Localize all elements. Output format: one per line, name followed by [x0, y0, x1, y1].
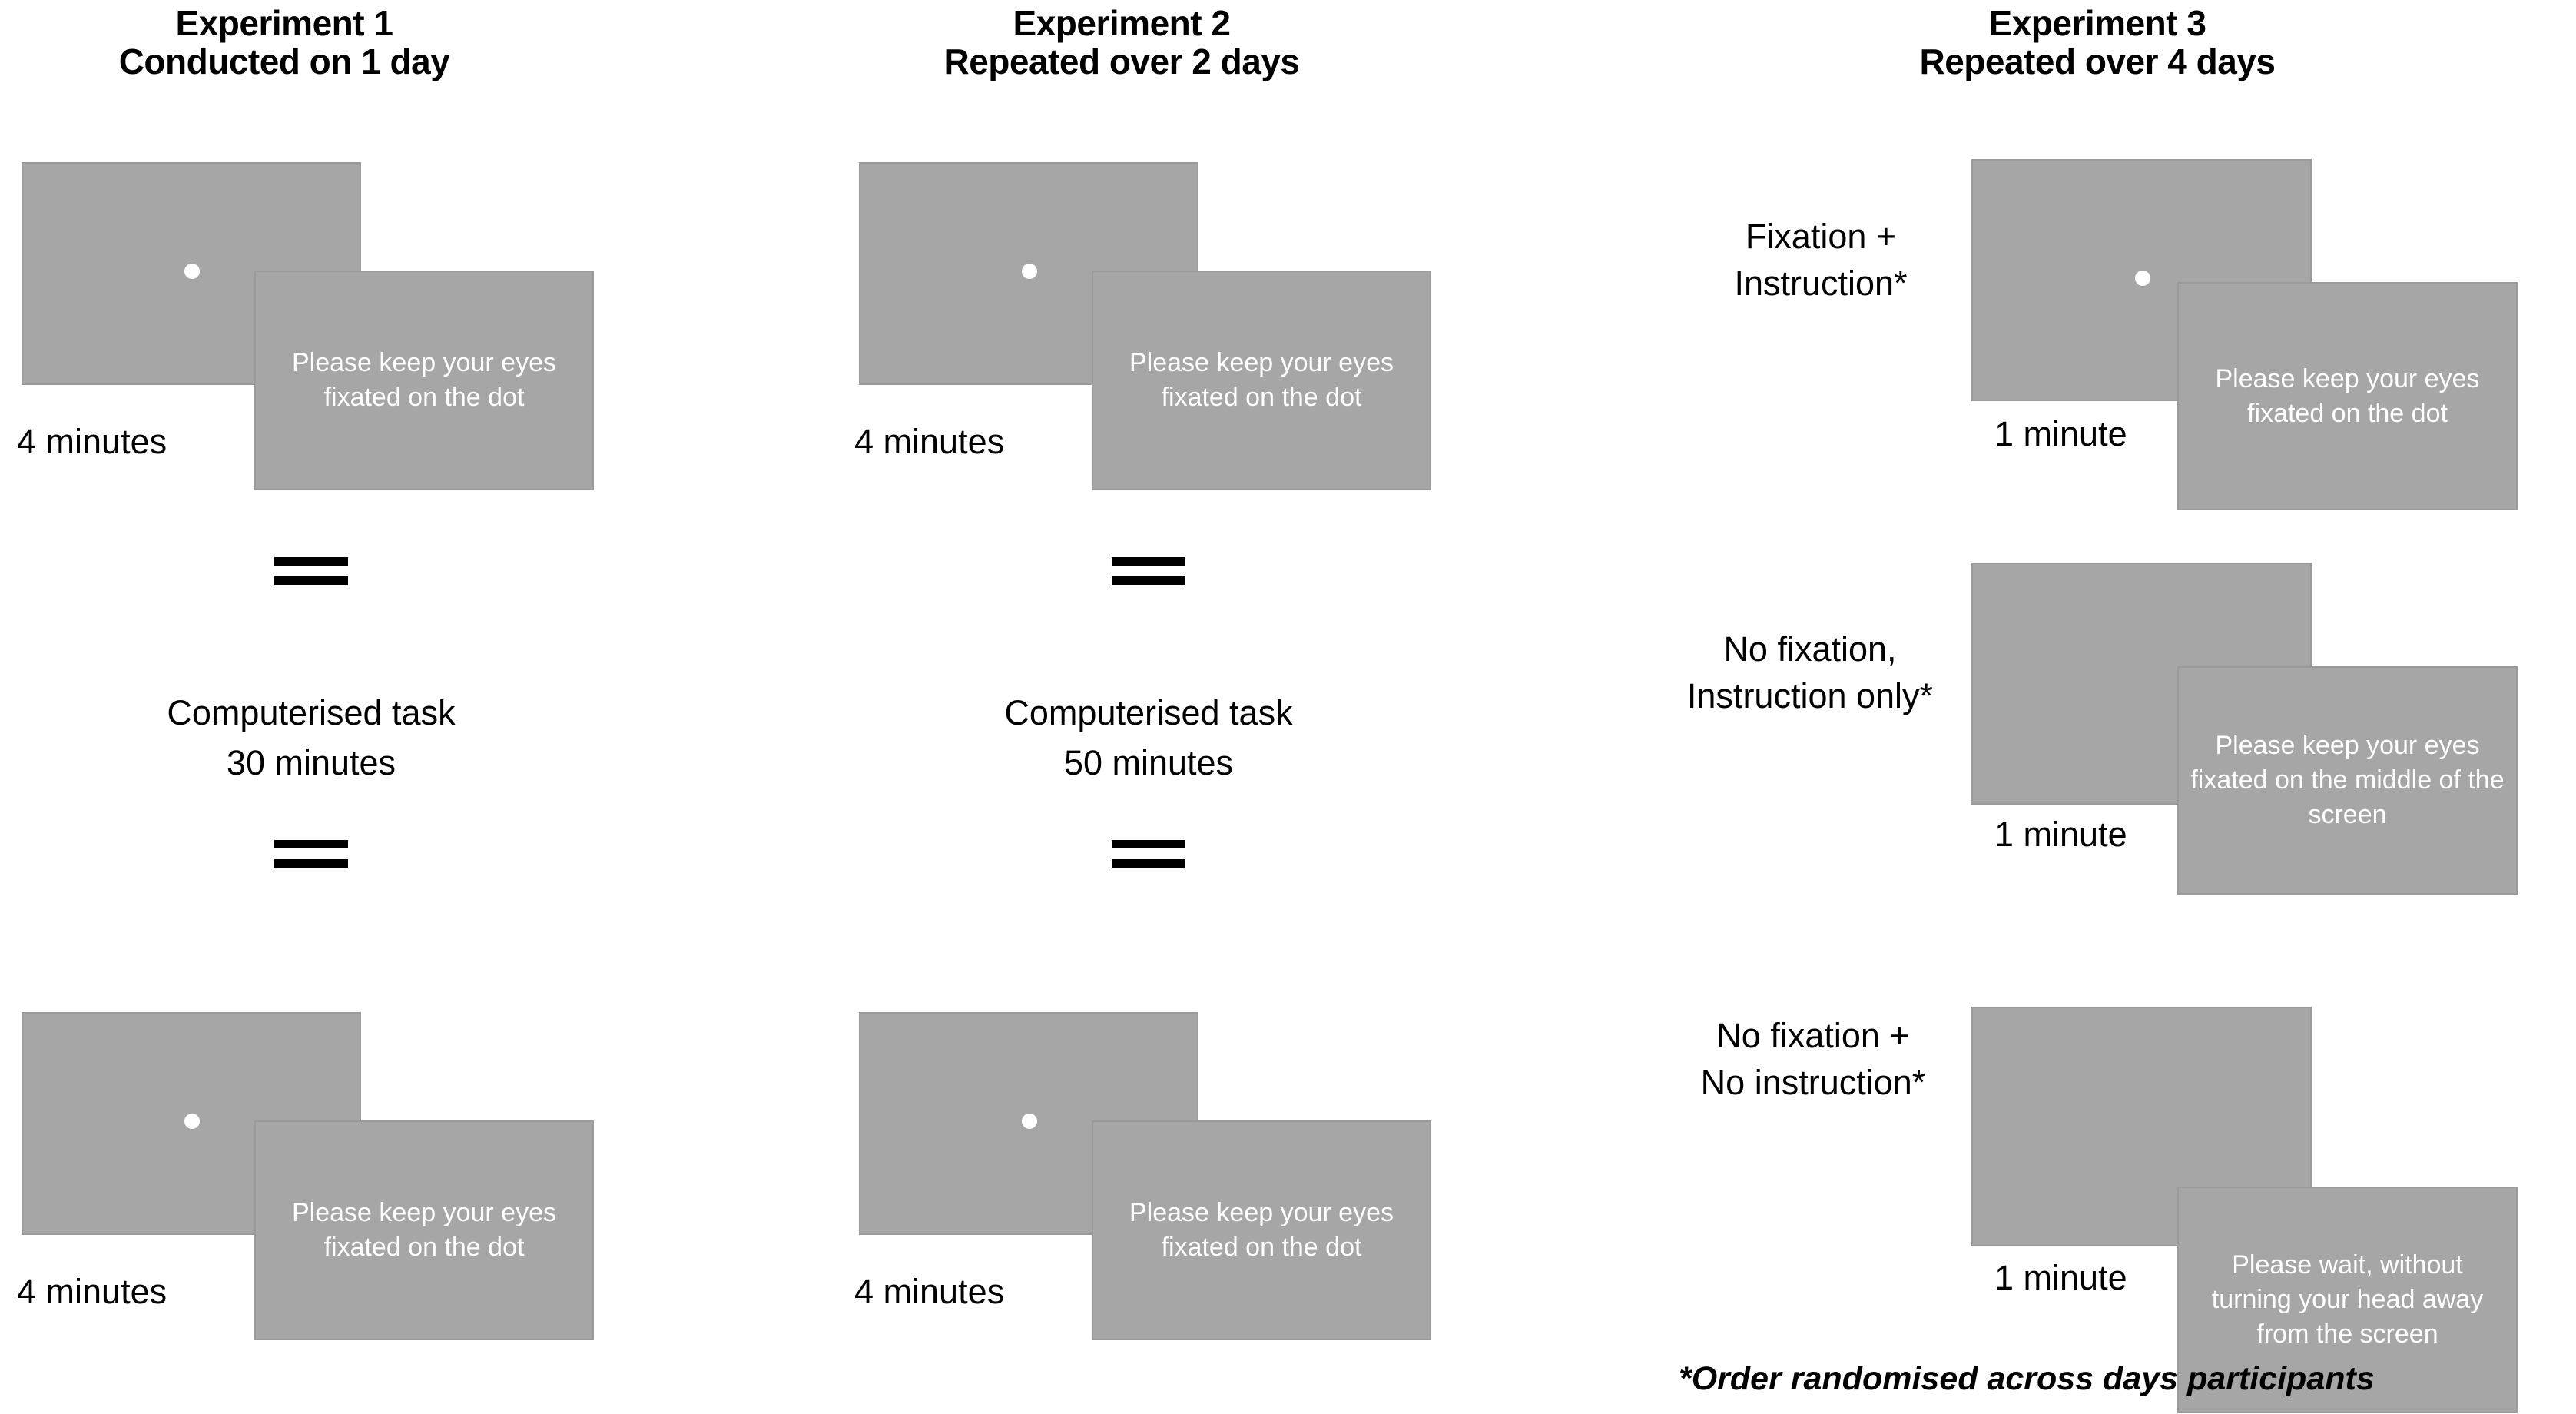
instruction-text: Please keep your eyes fixated on the dot — [292, 1198, 556, 1262]
duration-label: 1 minute — [1994, 1258, 2127, 1297]
equals-bar-top — [1112, 557, 1185, 566]
equals-bar-top — [274, 557, 348, 566]
column-title-line-1: Experiment 3 — [1988, 3, 2206, 43]
computerised-task-block: Computerised task 50 minutes — [918, 688, 1379, 788]
condition-label-no-fixation-instruction-only: No fixation, Instruction only* — [1618, 626, 2002, 720]
footnote: *Order randomised across days participan… — [1679, 1360, 2375, 1397]
duration-label: 4 minutes — [854, 422, 1005, 461]
duration-label: 4 minutes — [17, 1272, 167, 1311]
task-title: Computerised task — [1004, 693, 1293, 732]
instruction-text: Please keep your eyes fixated on the dot — [1129, 348, 1394, 412]
duration-label: 4 minutes — [854, 1272, 1005, 1311]
task-duration: 30 minutes — [226, 743, 396, 783]
condition-label-fixation-plus-instruction: Fixation + Instruction* — [1636, 214, 2005, 307]
equals-bar-top — [274, 840, 348, 848]
instruction-screen: Please keep your eyes fixated on the dot — [2177, 282, 2518, 510]
equals-bar-bottom — [1112, 859, 1185, 868]
condition-label-line-2: No instruction* — [1700, 1062, 1926, 1102]
instruction-screen: Please keep your eyes fixated on the dot — [254, 271, 594, 490]
instruction-text: Please keep your eyes fixated on the mid… — [2190, 731, 2505, 829]
fixation-dot-icon — [184, 264, 200, 279]
condition-label-line-2: Instruction only* — [1686, 675, 1934, 715]
equals-bar-bottom — [274, 576, 348, 585]
column-title-line-2: Repeated over 2 days — [943, 41, 1300, 81]
instruction-text: Please wait, without turning your head a… — [2211, 1250, 2484, 1349]
condition-label-line-2: Instruction* — [1734, 263, 1908, 303]
instruction-text: Please keep your eyes fixated on the dot — [292, 348, 556, 412]
fixation-dot-icon — [1022, 1114, 1037, 1129]
task-duration: 50 minutes — [1063, 743, 1234, 783]
instruction-screen: Please keep your eyes fixated on the dot — [1092, 271, 1431, 490]
condition-label-line-1: Fixation + — [1745, 217, 1897, 256]
column-title-line-1: Experiment 1 — [175, 3, 393, 43]
condition-label-no-fixation-no-instruction: No fixation + No instruction* — [1625, 1013, 2001, 1107]
column-title-experiment-2: Experiment 2 Repeated over 2 days — [853, 3, 1391, 81]
equals-bar-bottom — [274, 859, 348, 868]
instruction-screen: Please keep your eyes fixated on the dot — [1092, 1120, 1431, 1340]
instruction-text: Please keep your eyes fixated on the dot — [1129, 1198, 1394, 1262]
equals-bar-bottom — [1112, 576, 1185, 585]
column-title-line-1: Experiment 2 — [1013, 3, 1231, 43]
column-title-experiment-1: Experiment 1 Conducted on 1 day — [15, 3, 553, 81]
column-title-experiment-3: Experiment 3 Repeated over 4 days — [1828, 3, 2366, 81]
condition-label-line-1: No fixation + — [1716, 1016, 1910, 1055]
equals-separator-icon — [274, 840, 348, 868]
instruction-text: Please keep your eyes fixated on the dot — [2215, 363, 2480, 428]
fixation-dot-icon — [2135, 271, 2150, 286]
equals-separator-icon — [1112, 840, 1185, 868]
instruction-screen: Please keep your eyes fixated on the mid… — [2177, 666, 2518, 895]
fixation-dot-icon — [1022, 264, 1037, 279]
equals-separator-icon — [1112, 557, 1185, 585]
instruction-screen: Please keep your eyes fixated on the dot — [254, 1120, 594, 1340]
duration-label: 4 minutes — [17, 422, 167, 461]
computerised-task-block: Computerised task 30 minutes — [81, 688, 542, 788]
duration-label: 1 minute — [1994, 815, 2127, 854]
column-title-line-2: Repeated over 4 days — [1919, 41, 2276, 81]
equals-bar-top — [1112, 840, 1185, 848]
fixation-dot-icon — [184, 1114, 200, 1129]
task-title: Computerised task — [167, 693, 456, 732]
condition-label-line-1: No fixation, — [1723, 629, 1897, 669]
column-title-line-2: Conducted on 1 day — [118, 41, 450, 81]
instruction-screen: Please wait, without turning your head a… — [2177, 1187, 2518, 1413]
equals-separator-icon — [274, 557, 348, 585]
duration-label: 1 minute — [1994, 414, 2127, 453]
